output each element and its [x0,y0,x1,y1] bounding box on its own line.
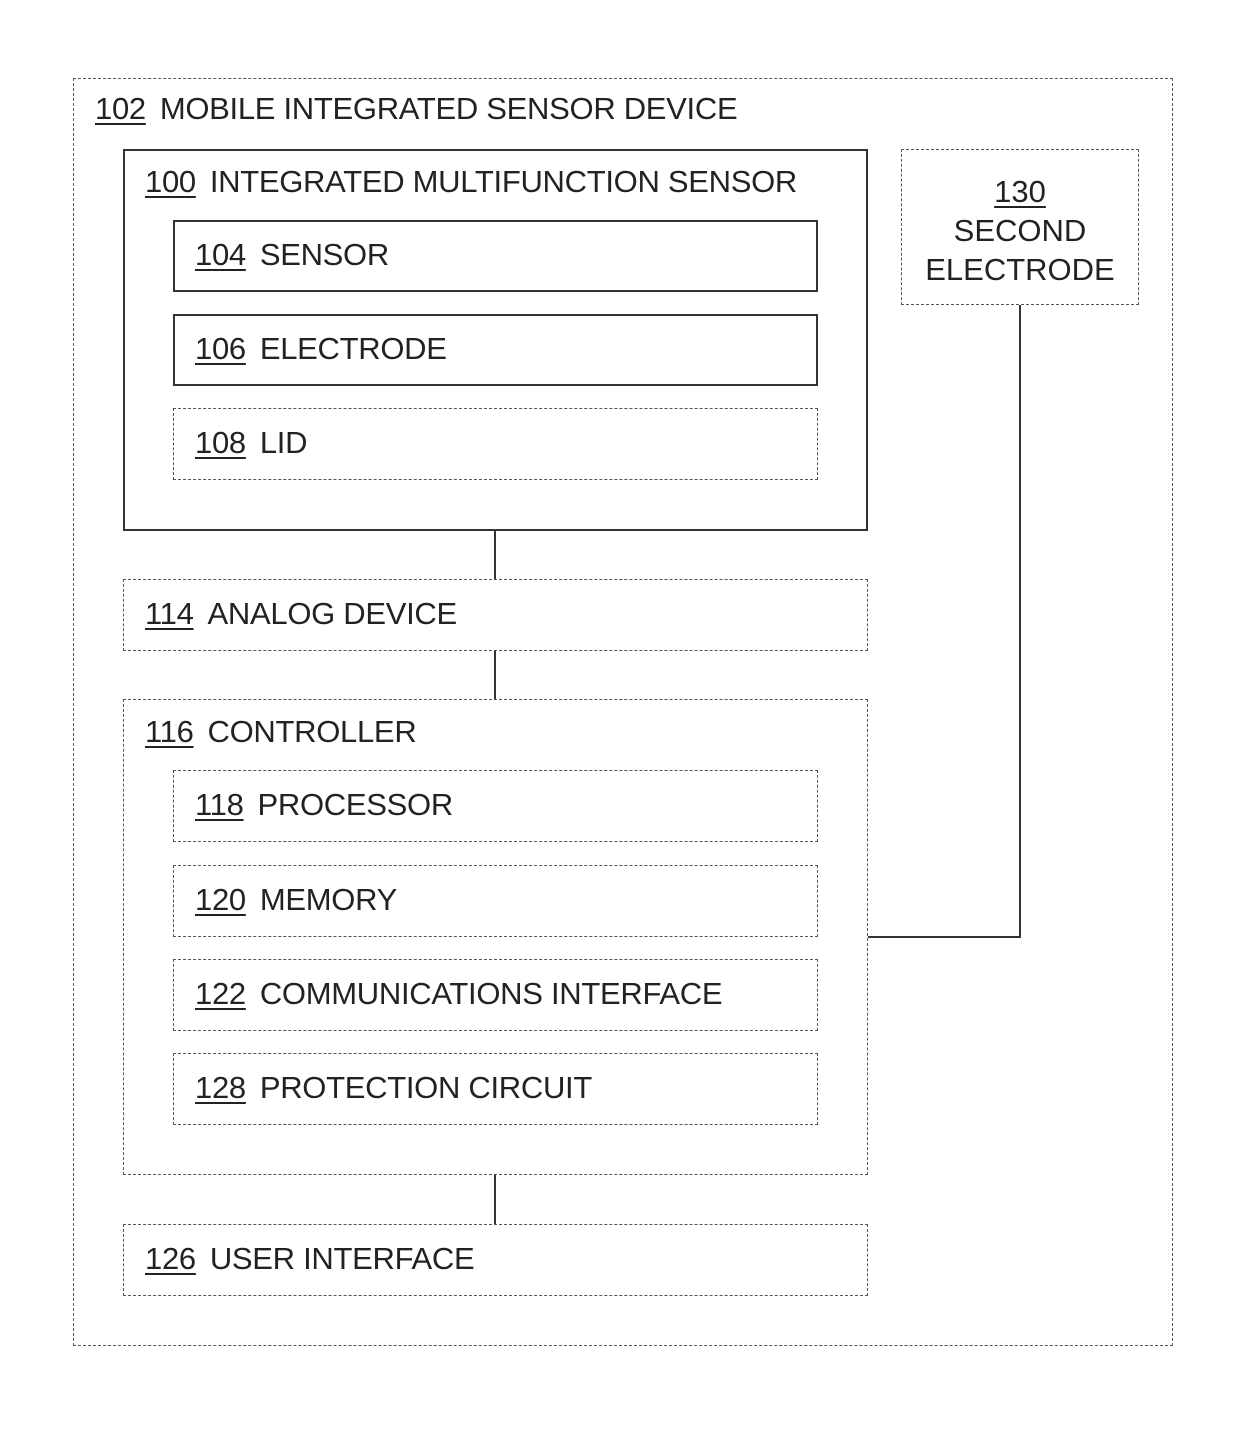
second-electrode-to-controller-connector [868,305,1020,937]
